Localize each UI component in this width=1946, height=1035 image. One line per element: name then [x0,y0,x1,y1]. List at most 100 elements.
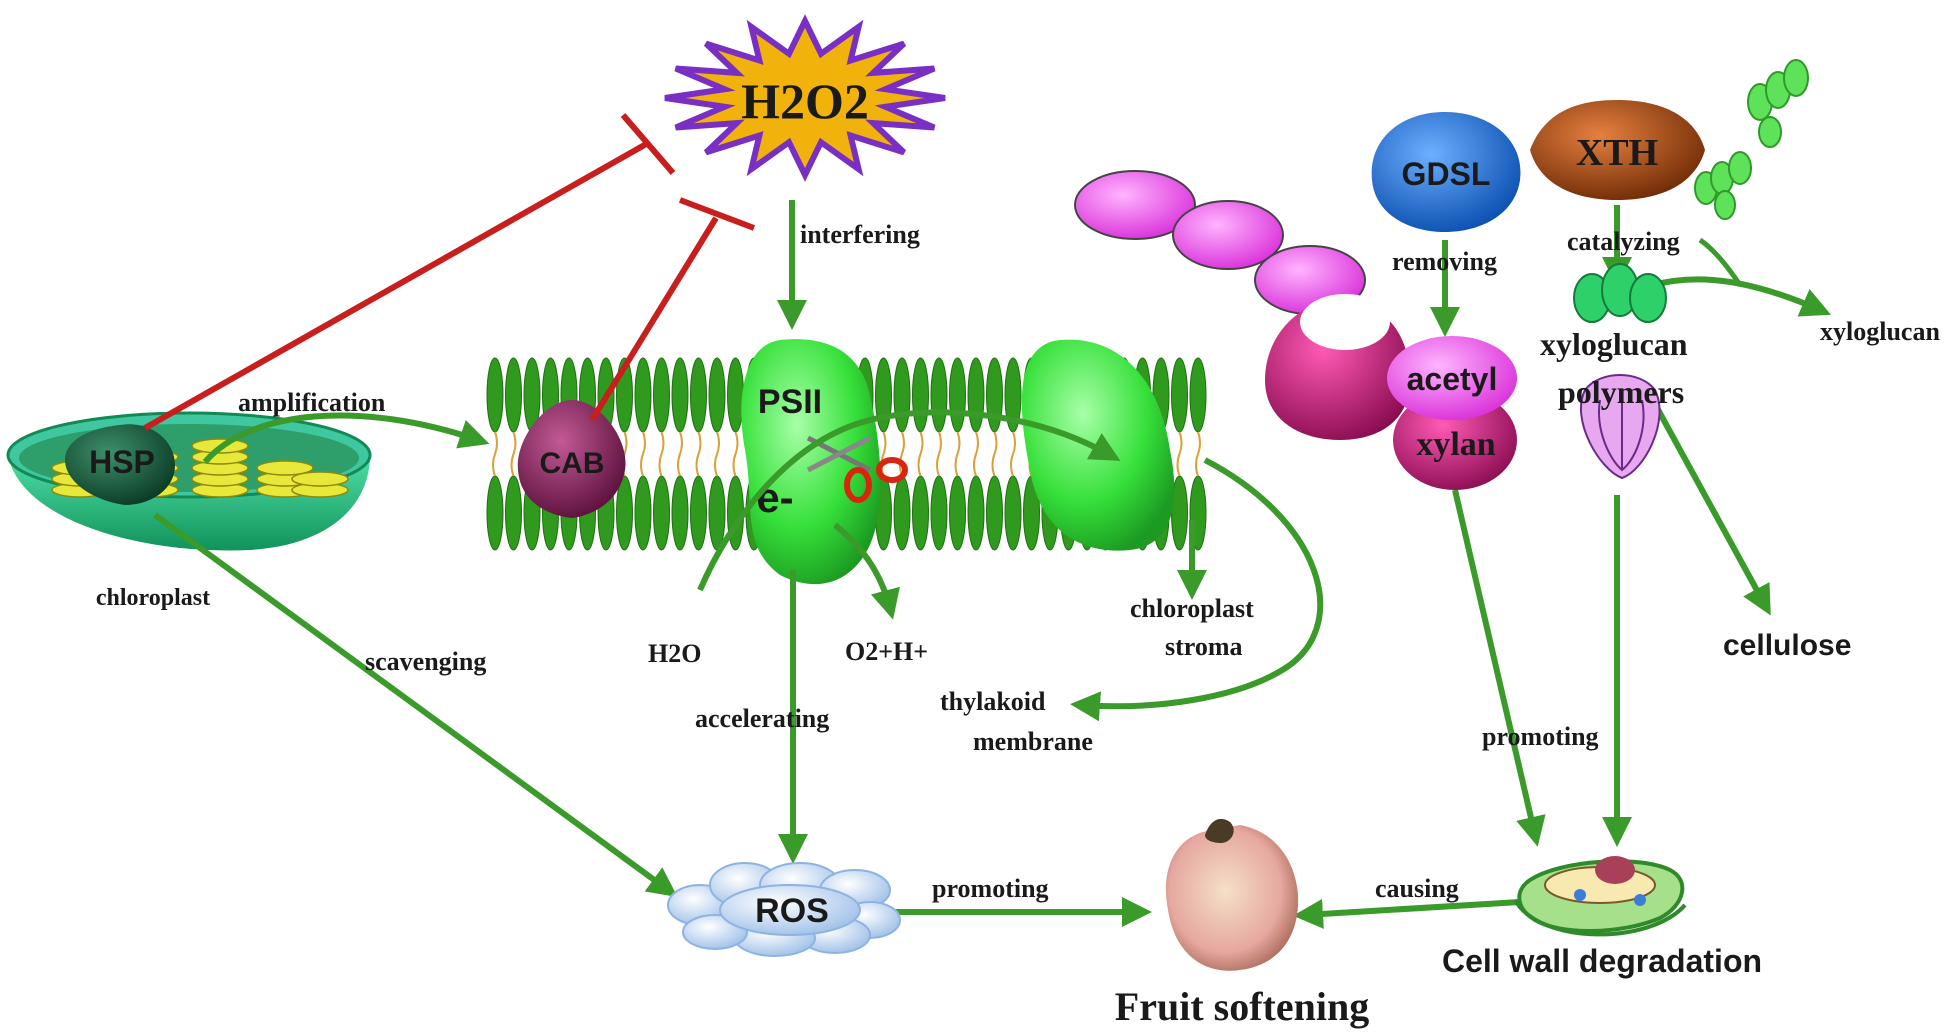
lipid-tail [492,431,498,477]
hsp-label: HSP [89,444,155,480]
lipid-tail [640,431,646,477]
lipid-head [949,475,966,551]
electron-label: e- [756,474,793,521]
diagram-labels: interfering amplification scavenging H2O… [238,220,1940,903]
lipid-head [690,357,707,433]
thylakoid-membrane-label-line2: membrane [973,727,1093,756]
causing-arrow [1293,898,1521,929]
xyloglucan-label: xyloglucan [1820,317,1940,346]
lipid-head [986,357,1003,433]
lipid-head [671,475,689,551]
granum-disc [291,471,349,487]
cellulose-label: cellulose [1723,629,1851,662]
gdsl-shape [1371,112,1521,232]
lipid-tail [899,431,905,477]
lipid-tail [954,431,961,477]
lipid-tail [732,431,739,477]
gdsl-label: GDSL [1402,156,1491,192]
lipid-head [634,357,652,433]
lipid-tail [880,431,887,477]
lipid-tail [973,431,979,477]
lipid-head [893,475,911,551]
cab-inhibits-h2o2-line [589,216,719,422]
xylan-promoting-arrow [1452,489,1546,847]
psii-shape [741,339,881,585]
xth-label: XTH [1576,132,1658,174]
xyloglucan-polymers-label-line2: polymers [1558,374,1684,410]
cellulose-arrow [1647,393,1771,616]
h2o2-label: H2O2 [741,73,869,129]
hsp-inhibition-bar [620,113,676,175]
lipid-head [486,475,504,551]
lipid-head [967,475,985,551]
lipid-head [690,475,707,551]
lipid-tail [936,431,942,477]
thylakoid-membrane-arrow [1070,457,1324,722]
ros-node: ROS [667,862,901,957]
accelerating-label: accelerating [695,704,829,733]
h2o2-starburst-shape [664,14,946,182]
lipid-head [708,475,726,551]
lipid-head [893,357,911,433]
xylan-node: acetyl xylan [1387,336,1517,490]
cab-inhibition-bar [678,197,756,231]
lipid-head [653,357,670,433]
fruit-icon [1165,818,1299,971]
xyloglucan-polymer-shape [1573,263,1667,480]
lipid-tail [1010,431,1016,477]
lipid-head [930,357,948,433]
lipid-head [967,357,985,433]
chain-bead [1074,170,1196,240]
chloroplast-stroma-label-line2: stroma [1165,632,1243,661]
hsp-inhibits-h2o2-line [143,140,650,431]
psii-complex: PSII e- [741,339,908,585]
fruit-softening-label: Fruit softening [1115,984,1369,1029]
hsp-shape [65,424,175,505]
ros-label: ROS [755,892,829,930]
bead-stem [1698,237,1743,287]
green-arrows [153,200,1831,929]
o2-release-arrow [833,522,900,620]
lipid-head [912,357,929,433]
lipid-head [653,475,670,551]
scavenging-arrow [153,512,678,898]
interfering-label: interfering [800,220,920,249]
lipid-head [671,357,689,433]
xylan-promoting-label: promoting [1482,722,1599,751]
causing-label: causing [1375,874,1459,903]
cab-shape [517,400,626,518]
lipid-tail [1195,431,1201,477]
inhibition-lines [143,113,756,431]
electron-flow-arrow [697,409,1121,592]
xth-shape [1530,100,1705,200]
lipid-head [949,357,966,433]
lipid-head [486,357,504,433]
chloroplast-stroma-label-line1: chloroplast [1130,594,1254,623]
lipid-head [708,357,726,433]
lipid-head [986,475,1003,551]
lipid-tail [510,431,517,477]
green-bead-cluster [1694,59,1809,220]
lipid-tail [917,431,924,477]
scavenging-label: scavenging [365,647,486,676]
psii-label: PSII [758,383,822,421]
lipid-tail [714,431,720,477]
lipid-head [1004,475,1022,551]
lipid-head [912,475,929,551]
xth-node: XTH [1530,100,1705,200]
chloroplast-node: HSP chloroplast [6,411,372,611]
chain-bead [1172,200,1284,270]
lipid-tail [991,431,998,477]
h2o2-node: H2O2 [664,14,946,182]
lipid-head [727,357,744,433]
o2h-label: O2+H+ [845,637,928,666]
ros-promoting-label: promoting [932,874,1049,903]
xylan-label: xylan [1416,426,1495,463]
lipid-tail [695,431,702,477]
lipid-head [1189,357,1207,433]
amplification-arrow [202,412,490,464]
acetyl-shape [1387,336,1517,420]
gdsl-node: GDSL [1371,112,1521,232]
lipid-tail [658,431,665,477]
